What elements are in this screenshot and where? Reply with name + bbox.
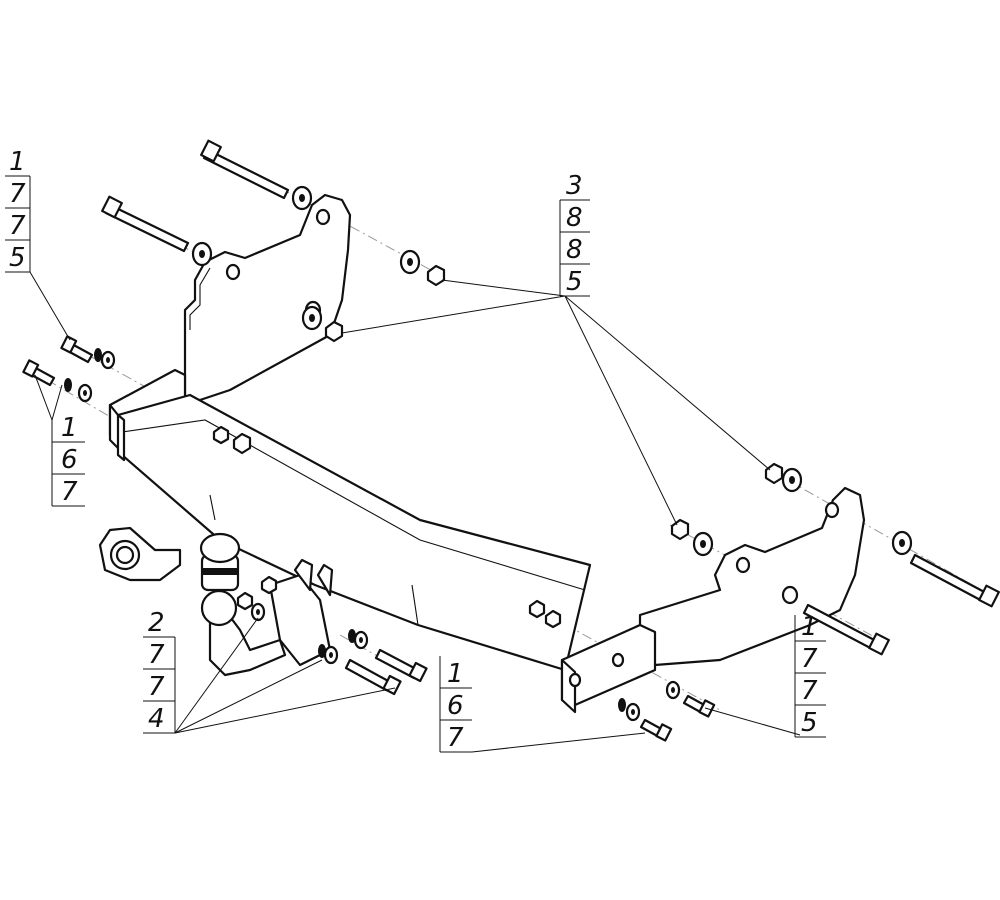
washer-5 [100,350,116,370]
callout-value: 5 [801,708,818,738]
callout-value: 7 [801,644,818,674]
washer-8 [692,531,714,557]
callout-value: 4 [148,704,165,734]
long-bolt-top-1 [200,139,290,200]
socket-plate [98,526,182,582]
main-cross-beam [116,393,592,672]
long-bolt-right-1 [909,553,1000,608]
callout-value: 7 [801,676,818,706]
nut-8 [544,609,562,629]
callout-right: 1 7 7 5 [794,612,826,738]
callout-value: 7 [9,179,26,209]
callout-value: 1 [61,413,78,443]
callout-value: 5 [566,267,583,297]
washer-12 [353,630,369,650]
washer-10 [665,680,681,700]
callout-value: 7 [61,477,78,507]
washer-7 [781,467,803,493]
nut-2 [324,320,344,343]
nut-10 [236,591,254,611]
callout-value: 1 [447,659,464,689]
callout-value: 8 [566,203,583,233]
long-bolt-right-2 [802,603,890,656]
washer-3 [399,249,421,275]
callout-value: 1 [9,147,26,177]
nut-3 [232,432,252,455]
callout-top-right: 3 8 8 5 [559,171,590,297]
washer-2 [191,241,213,267]
washer-1 [291,185,313,211]
callout-value: 2 [148,608,165,638]
nut-6 [670,518,690,541]
callout-value: 1 [801,612,818,642]
callout-value: 7 [148,640,165,670]
callout-value: 5 [9,243,26,273]
callout-value: 8 [566,235,583,265]
callout-value: 7 [148,672,165,702]
right-mounting-bracket [560,486,866,714]
callout-value: 7 [9,211,26,241]
callout-value: 7 [447,723,464,753]
nut-1 [426,264,446,287]
washer-4 [301,305,323,331]
nut-5 [764,462,784,485]
washer-13 [323,645,339,665]
short-bolt-bottom-1 [374,648,428,683]
leader-lines [29,271,801,753]
callout-bottom-center: 1 6 7 [439,656,472,753]
nut-7 [528,599,546,619]
nut-9 [260,575,278,595]
washer-11 [625,702,641,722]
callout-value: 3 [566,171,583,201]
callout-mid-left: 1 6 7 [51,413,85,507]
callout-top-left: 1 7 7 5 [5,147,31,273]
washer-9 [891,530,913,556]
washer-14 [250,602,266,622]
callout-value: 6 [447,691,464,721]
long-bolts [101,139,1000,696]
callout-value: 6 [61,445,78,475]
callout-bottom-left: 2 7 7 4 [143,608,176,734]
washer-6 [77,383,93,403]
long-bolt-top-2 [101,195,190,253]
nut-4 [212,425,230,445]
fasteners [22,185,913,742]
